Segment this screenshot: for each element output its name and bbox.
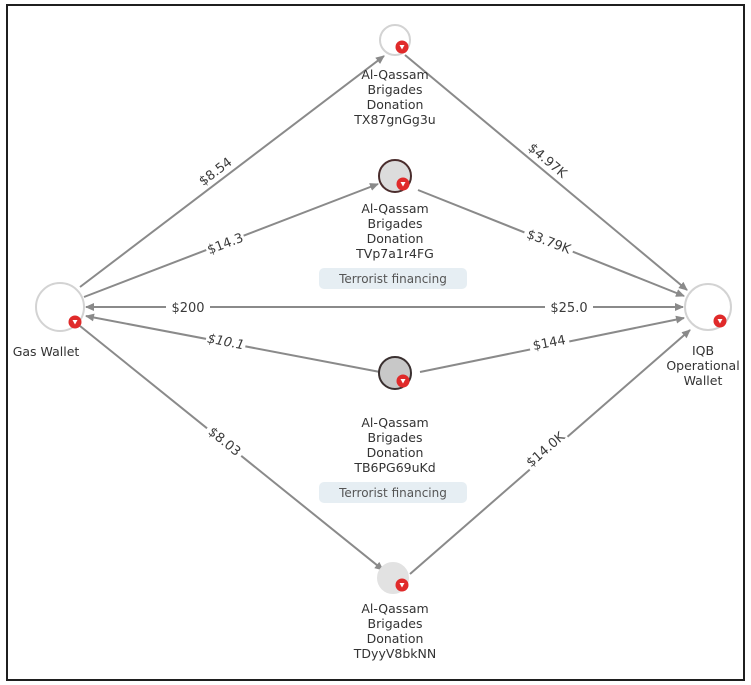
node-donation-tx87gngg3u[interactable]: Al-Qassam Brigades Donation TX87gnGg3u [353,24,436,127]
node-donation-tb6pg69ukd[interactable]: Al-Qassam Brigades Donation TB6PG69uKd T… [319,356,467,503]
node-label-d2-line2: Brigades [368,216,423,231]
node-label-d4-line3: Donation [367,631,424,646]
node-label-iqb-line1: IQB [692,343,714,358]
edge-d1-to-iqb[interactable] [404,54,688,291]
node-label-d4-line1: Al-Qassam [361,601,428,616]
node-label-d2-line3: Donation [367,231,424,246]
node-label-d1-line3: Donation [367,97,424,112]
edge-label-gas-d4: $8.03 [205,425,243,460]
edge-label-d3-iqb: $144 [532,333,567,354]
node-label-d2-line4: TVp7a1r4FG [355,246,434,261]
tag-terrorist-financing [319,482,467,503]
edge-label-d2-iqb: $3.79K [524,227,573,258]
tag-label-d2: Terrorist financing [338,272,447,286]
tag-terrorist-financing [319,268,467,289]
node-label-d3-line1: Al-Qassam [361,415,428,430]
node-label-d4-line4: TDyyV8bkNN [353,646,436,661]
node-label-d1-line2: Brigades [368,82,423,97]
node-label-d3-line4: TB6PG69uKd [353,460,435,475]
node-label-iqb-line3: Wallet [684,373,723,388]
node-label-gas-wallet: Gas Wallet [13,344,80,359]
edge-gas-to-d1[interactable] [79,55,385,288]
edge-label-d3-gas: $10.1 [206,332,245,354]
node-donation-tdyyv8bknn[interactable]: Al-Qassam Brigades Donation TDyyV8bkNN [353,562,436,661]
edge-label-iqb-gas: $200 [171,301,204,316]
node-label-d3-line2: Brigades [368,430,423,445]
node-label-iqb-line2: Operational [666,358,739,373]
node-label-d4-line2: Brigades [368,616,423,631]
node-label-d2-line1: Al-Qassam [361,201,428,216]
node-label-d1-line1: Al-Qassam [361,67,428,82]
node-iqb-operational-wallet[interactable]: IQB Operational Wallet [666,283,740,388]
node-donation-tvp7a1r4fg[interactable]: Al-Qassam Brigades Donation TVp7a1r4FG T… [319,159,467,289]
tag-label-d3: Terrorist financing [338,486,447,500]
node-gas-wallet[interactable]: Gas Wallet [13,282,85,359]
node-label-d1-line4: TX87gnGg3u [353,112,435,127]
edge-label-d4-iqb: $14.0K [524,429,569,471]
node-label-d3-line3: Donation [367,445,424,460]
edge-label-gas-iqb: $25.0 [550,301,587,316]
